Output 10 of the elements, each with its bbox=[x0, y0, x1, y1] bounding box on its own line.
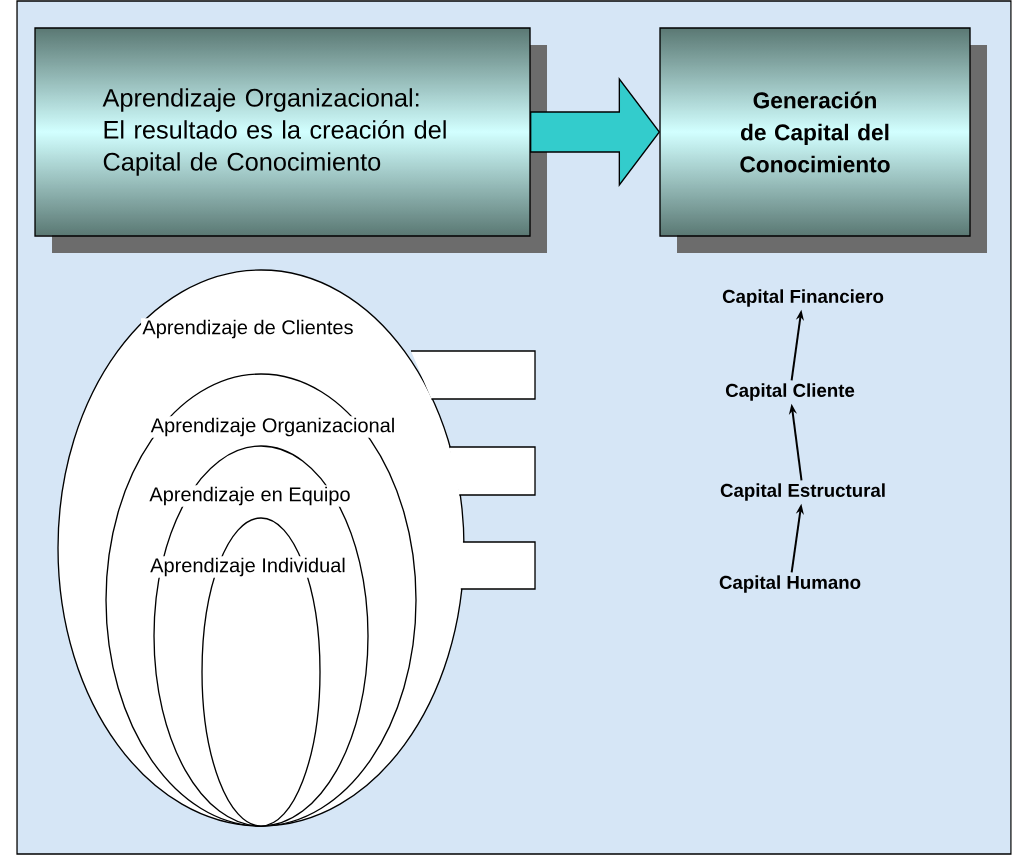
shaded-box: Aprendizaje Organizacional: El resultado es la creación del Capital de Conocimiento bbox=[34, 27, 547, 253]
empty-box bbox=[460, 541, 536, 590]
capital-label: Capital Financiero bbox=[722, 289, 884, 307]
empty-box bbox=[410, 350, 536, 400]
capital-label: Capital Estructural bbox=[720, 483, 885, 501]
empty-box bbox=[448, 446, 536, 496]
capital-label: Capital Humano bbox=[719, 575, 861, 593]
shaded-box: Generación de Capital del Conocimiento bbox=[659, 27, 987, 253]
block-arrow bbox=[530, 77, 661, 187]
capital-label: Capital Cliente bbox=[725, 383, 855, 401]
